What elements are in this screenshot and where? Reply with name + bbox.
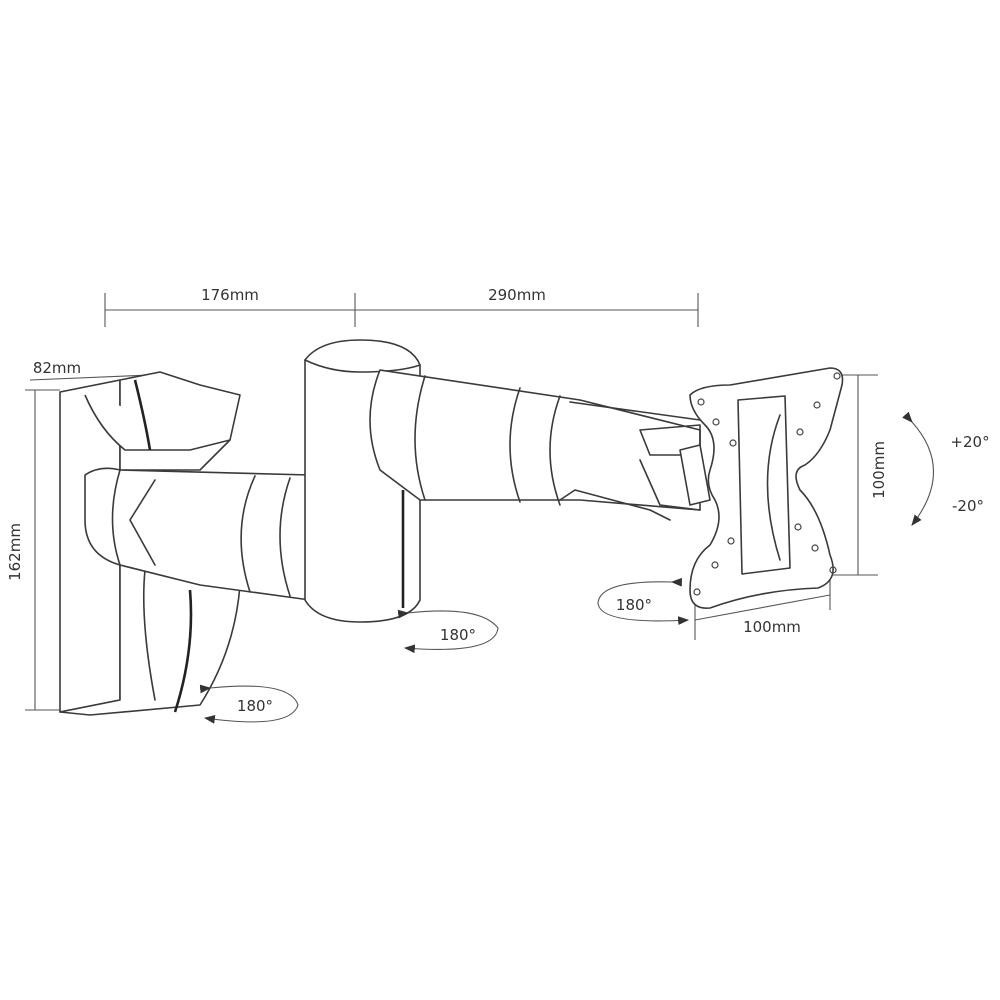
label-swivel-wall: 180° xyxy=(237,697,273,715)
label-wall-plate-depth: 82mm xyxy=(33,359,81,377)
label-swivel-plate: 180° xyxy=(616,596,652,614)
first-arm xyxy=(84,467,311,601)
label-swivel-middle: 180° xyxy=(440,626,476,644)
label-tilt-down: -20° xyxy=(952,497,984,515)
label-arm-second-length: 290mm xyxy=(488,286,546,304)
label-vesa-width: 100mm xyxy=(743,618,801,636)
label-arm-first-length: 176mm xyxy=(201,286,259,304)
label-wall-plate-height: 162mm xyxy=(6,523,24,581)
rotation-arrows xyxy=(199,411,935,724)
vesa-plate xyxy=(689,367,844,609)
label-vesa-height: 100mm xyxy=(870,441,888,499)
dimension-lines xyxy=(25,293,878,711)
label-tilt-up: +20° xyxy=(950,433,989,451)
second-arm xyxy=(369,369,711,521)
